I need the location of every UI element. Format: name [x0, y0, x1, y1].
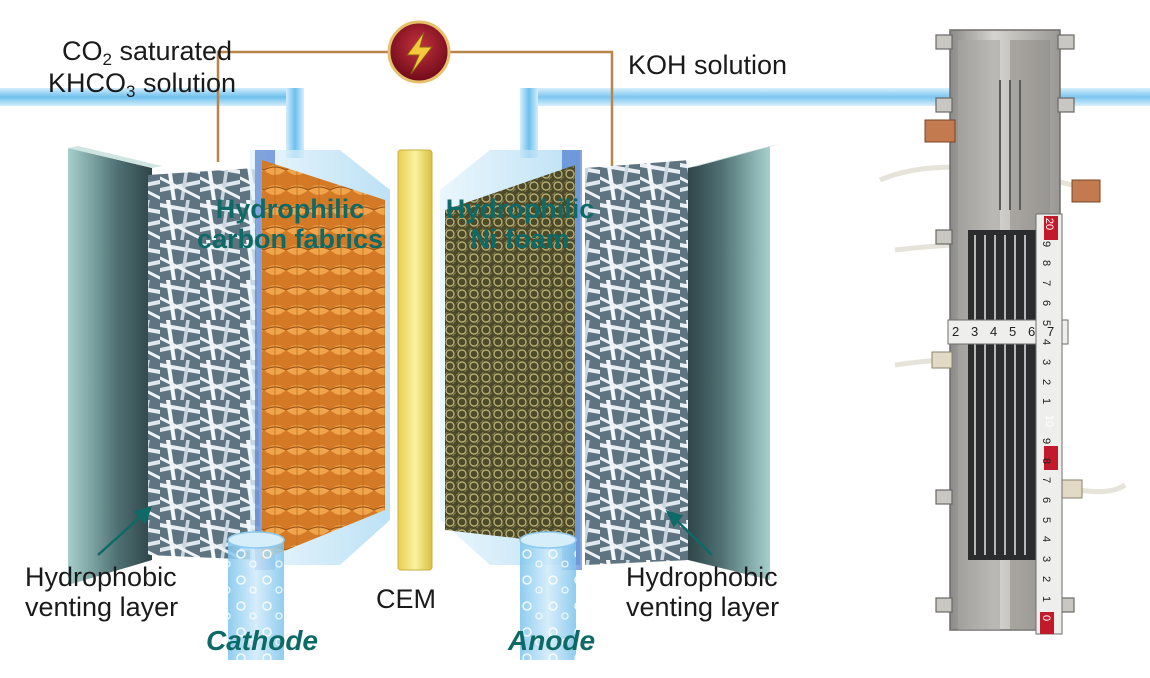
right-venting-layer	[585, 160, 690, 565]
ruler-tick-label: 5	[1040, 319, 1053, 326]
carbon-fabric	[262, 160, 385, 560]
ruler-tick-label: 4	[990, 324, 998, 339]
ruler-tick-label: 4	[1040, 339, 1053, 346]
ruler-tick-label: 3	[1040, 556, 1053, 563]
ruler-tick-label: 5	[1009, 324, 1017, 339]
cathode-feed-label: CO2 saturated	[62, 36, 233, 69]
left-venting-arrow	[97, 506, 152, 556]
ruler-tick-label: 0	[1040, 615, 1053, 622]
ni-foam-label: Hydrophilic Ni foam	[445, 194, 595, 254]
right-venting-arrow	[665, 509, 713, 556]
ruler-tick-label: 4	[1040, 536, 1053, 543]
ruler-tick-label: 7	[1040, 477, 1053, 484]
ruler-tick-label: 1	[1040, 398, 1053, 405]
left-venting-layer	[148, 168, 260, 560]
cathode-feed-label-line2: KHCO3 solution	[48, 68, 237, 101]
cem-label: CEM	[376, 584, 436, 614]
cation-exchange-membrane	[397, 149, 433, 571]
ruler-tick-label: 9	[1040, 240, 1053, 247]
ruler-tick-label: 9	[1040, 437, 1053, 444]
anode-outlet-tube	[519, 531, 577, 660]
external-circuit-wires	[216, 50, 614, 175]
right-end-plate	[688, 144, 780, 580]
anode-feed-label: KOH solution	[628, 50, 788, 80]
ruler-tick-label: 6	[1040, 299, 1053, 306]
ruler-tick-label: 1	[1040, 595, 1053, 602]
ruler-tick-label: 6	[1040, 496, 1053, 504]
ruler-tick-label: 7	[1047, 324, 1055, 339]
ruler-tick-label: 5	[1040, 516, 1053, 523]
cathode-outlet-tube	[227, 531, 285, 660]
cathode-label: Cathode	[206, 625, 318, 656]
ruler-tick-label: 8	[1040, 260, 1053, 267]
left-venting-label: Hydrophobic venting layer	[25, 562, 179, 622]
ruler-tick-label: 10	[1043, 415, 1056, 428]
ruler-tick-label: 2	[952, 324, 960, 339]
ruler-tick-label: 3	[971, 324, 979, 339]
right-venting-label: Hydrophobic venting layer	[626, 562, 780, 622]
ni-foam	[445, 165, 575, 545]
ruler-tick-label: 2	[1040, 575, 1053, 582]
lightning-bolt-icon	[387, 20, 451, 84]
carbon-fabric-label: Hydrophilic carbon fabrics	[196, 194, 384, 254]
left-end-plate	[68, 146, 162, 585]
anode-label: Anode	[508, 625, 596, 656]
ruler-tick-label: 2	[1040, 378, 1053, 385]
ruler-tick-label: 7	[1040, 280, 1053, 287]
ruler-tick-label: 3	[1040, 358, 1053, 366]
ruler-tick-label: 8	[1040, 457, 1053, 464]
device-photo	[879, 29, 1127, 635]
ruler-tick-label: 6	[1028, 324, 1036, 339]
ruler-tick-label: 20	[1043, 217, 1056, 231]
